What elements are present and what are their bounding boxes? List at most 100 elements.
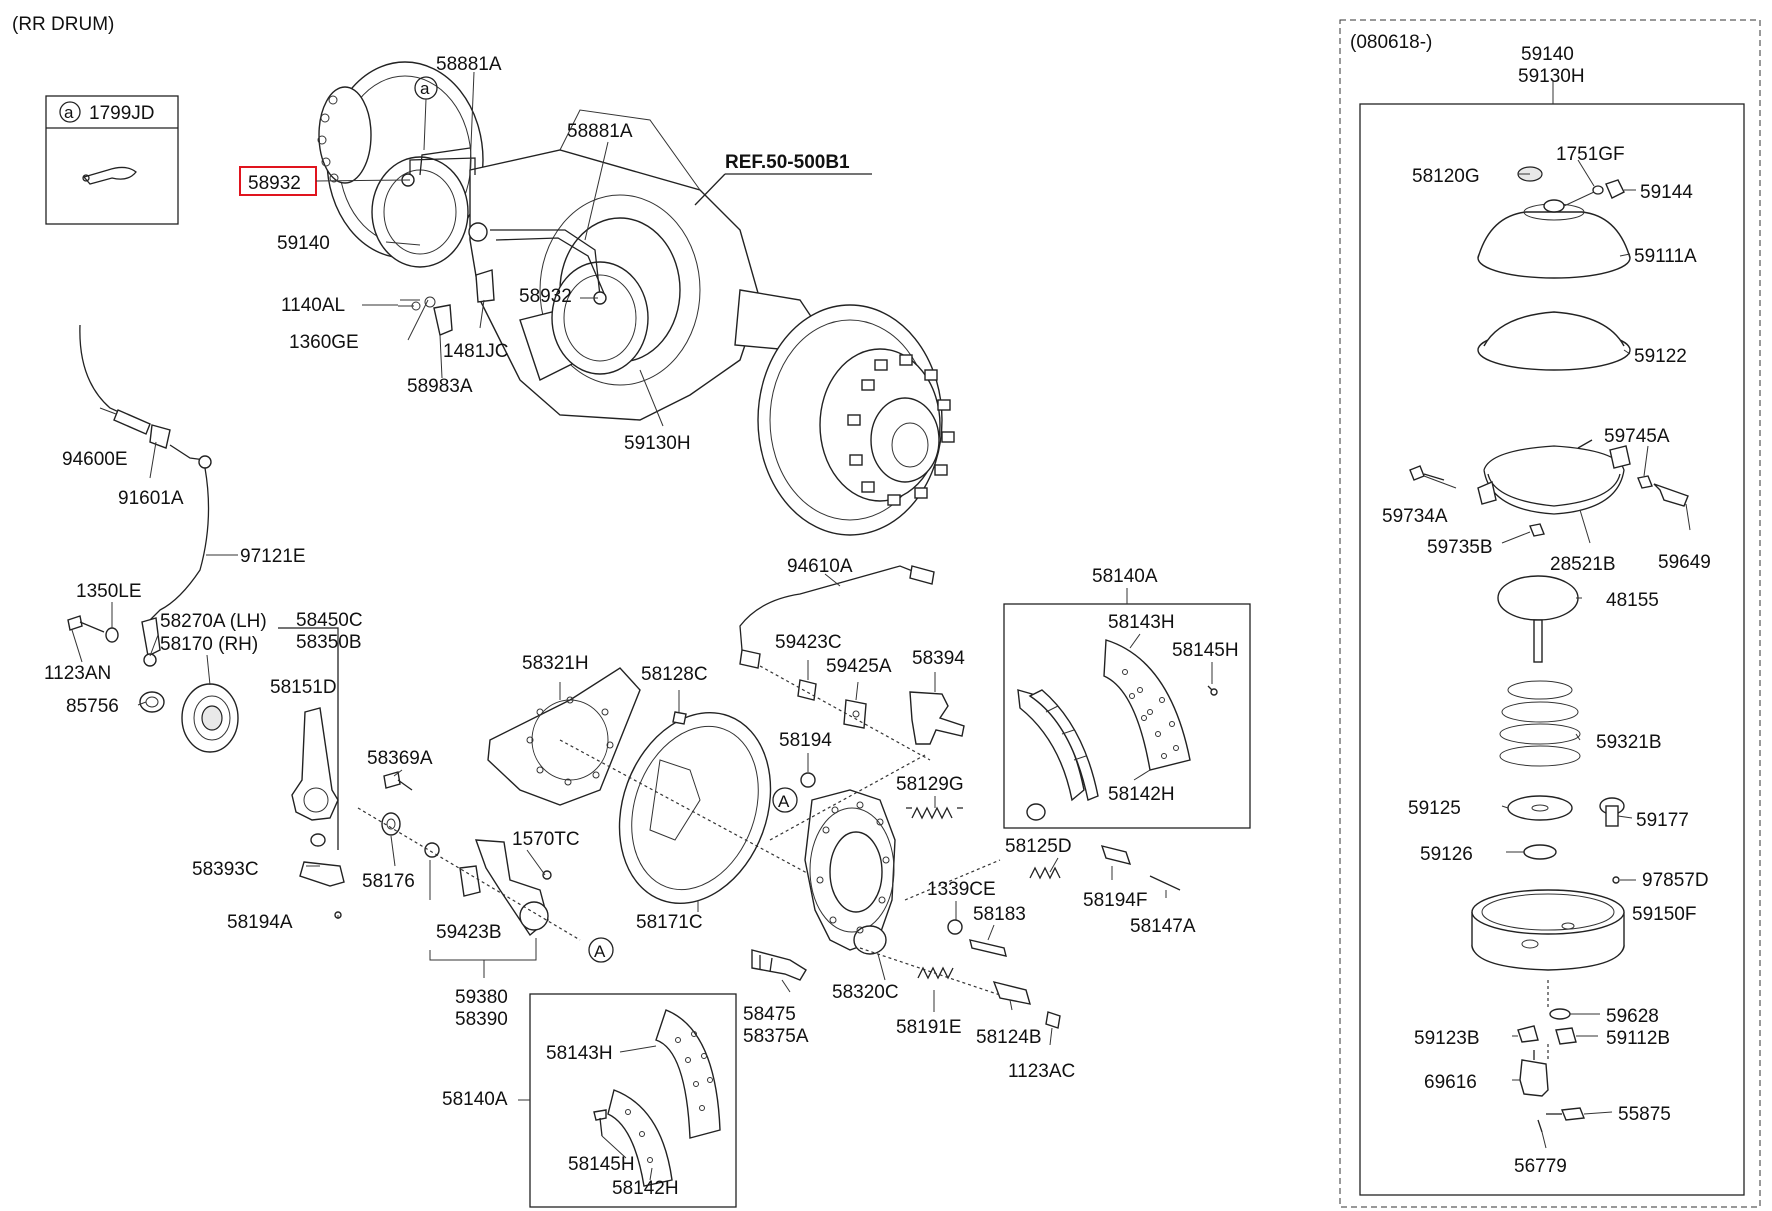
part-58394[interactable]: 58394 (912, 648, 965, 669)
part-58881A-2[interactable]: 58881A (567, 121, 633, 142)
abs-sensor-cable (67, 324, 239, 753)
part-59423C[interactable]: 59423C (775, 632, 842, 653)
inset-part-59321B[interactable]: 59321B (1596, 732, 1662, 753)
part-58390[interactable]: 58390 (455, 1009, 508, 1030)
inset-part-59150F[interactable]: 59150F (1632, 904, 1696, 925)
part-58270A[interactable]: 58270A (LH) (160, 611, 267, 632)
inset-part-55875[interactable]: 55875 (1618, 1104, 1671, 1125)
inset-part-97857D[interactable]: 97857D (1642, 870, 1709, 891)
part-58128C[interactable]: 58128C (641, 664, 708, 685)
inset-part-59126[interactable]: 59126 (1420, 844, 1473, 865)
inset-part-59123B[interactable]: 59123B (1414, 1028, 1480, 1049)
cam-sensor-group (739, 565, 1061, 1029)
inset-part-59734A[interactable]: 59734A (1382, 506, 1448, 527)
part-58450C[interactable]: 58450C (296, 610, 363, 631)
part-1123AC[interactable]: 1123AC (1008, 1061, 1075, 1082)
part-1350LE[interactable]: 1350LE (76, 581, 142, 602)
callout-a-marker: a (420, 79, 430, 98)
part-58369A[interactable]: 58369A (367, 748, 433, 769)
part-1360GE[interactable]: 1360GE (289, 332, 359, 353)
part-58124B[interactable]: 58124B (976, 1027, 1042, 1048)
part-58191E[interactable]: 58191E (896, 1017, 962, 1038)
inset-part-59628[interactable]: 59628 (1606, 1006, 1659, 1027)
axle-leaders (315, 71, 664, 427)
part-1123AN[interactable]: 1123AN (44, 663, 111, 684)
part-58983A[interactable]: 58983A (407, 376, 473, 397)
section-title: (RR DRUM) (12, 14, 114, 35)
part-58171C[interactable]: 58171C (636, 912, 703, 933)
part-85756[interactable]: 85756 (66, 696, 119, 717)
inset-part-59140[interactable]: 59140 (1521, 44, 1574, 65)
part-58194[interactable]: 58194 (779, 730, 832, 751)
part-94600E[interactable]: 94600E (62, 449, 128, 470)
callout-a-part[interactable]: 1799JD (89, 103, 155, 124)
inset-part-59112B[interactable]: 59112B (1606, 1028, 1670, 1049)
part-58147A-shape (1149, 875, 1181, 891)
inset-part-56779[interactable]: 56779 (1514, 1156, 1567, 1177)
part-1140AL[interactable]: 1140AL (281, 295, 345, 316)
part-58350B[interactable]: 58350B (296, 632, 362, 653)
callout-a-letter: a (64, 103, 74, 122)
callout-a-box: a 1799JD (45, 95, 179, 225)
part-58170[interactable]: 58170 (RH) (160, 634, 258, 655)
part-58393C[interactable]: 58393C (192, 859, 259, 880)
inset-part-48155[interactable]: 48155 (1606, 590, 1659, 611)
part-58176[interactable]: 58176 (362, 871, 415, 892)
slack-leaders (306, 628, 546, 978)
part-58125D[interactable]: 58125D (1005, 836, 1072, 857)
inset-part-28521B[interactable]: 28521B (1550, 554, 1616, 575)
inset-part-1751GF[interactable]: 1751GF (1556, 144, 1625, 165)
abs-leaders (71, 407, 238, 706)
part-1339CE[interactable]: 1339CE (927, 879, 996, 900)
inset-part-59735B[interactable]: 59735B (1427, 537, 1493, 558)
part-58147A[interactable]: 58147A (1130, 916, 1196, 937)
part-58143H-bottom[interactable]: 58143H (546, 1043, 613, 1064)
part-58129G[interactable]: 58129G (896, 774, 964, 795)
part-58194F-shape (1100, 845, 1132, 865)
part-58143H-top[interactable]: 58143H (1108, 612, 1175, 633)
part-59140-main[interactable]: 59140 (277, 233, 330, 254)
part-58183[interactable]: 58183 (973, 904, 1026, 925)
ref-label[interactable]: REF.50-500B1 (725, 152, 850, 173)
part-58881A-1[interactable]: 58881A (436, 54, 502, 75)
inset-part-58120G[interactable]: 58120G (1412, 166, 1480, 187)
inset-part-69616[interactable]: 69616 (1424, 1072, 1477, 1093)
inset-part-59125[interactable]: 59125 (1408, 798, 1461, 819)
part-94610A[interactable]: 94610A (787, 556, 853, 577)
part-58151D[interactable]: 58151D (270, 677, 337, 698)
inset-part-59144[interactable]: 59144 (1640, 182, 1693, 203)
inset-part-59130H[interactable]: 59130H (1518, 66, 1585, 87)
part-58194F[interactable]: 58194F (1083, 890, 1147, 911)
part-58932-highlighted[interactable]: 58932 (248, 173, 301, 194)
part-58142H-bottom[interactable]: 58142H (612, 1178, 679, 1199)
part-1481JC[interactable]: 1481JC (443, 341, 509, 362)
inset-part-59111A[interactable]: 59111A (1634, 246, 1697, 267)
part-58194A[interactable]: 58194A (227, 912, 293, 933)
inset-part-59745A[interactable]: 59745A (1604, 426, 1670, 447)
part-59423B[interactable]: 59423B (436, 922, 502, 943)
marker-A-left: A (594, 942, 606, 961)
inset-part-59122[interactable]: 59122 (1634, 346, 1687, 367)
marker-A-right: A (778, 792, 790, 811)
part-91601A[interactable]: 91601A (118, 488, 184, 509)
part-58140A-bottom[interactable]: 58140A (442, 1089, 508, 1110)
part-58145H-top[interactable]: 58145H (1172, 640, 1239, 661)
part-1570TC[interactable]: 1570TC (512, 829, 580, 850)
part-59425A[interactable]: 59425A (826, 656, 892, 677)
part-59130H-main[interactable]: 59130H (624, 433, 691, 454)
part-58140A-top[interactable]: 58140A (1092, 566, 1158, 587)
cam-centerlines (759, 665, 1001, 996)
part-58475[interactable]: 58475 (743, 1004, 796, 1025)
part-59380[interactable]: 59380 (455, 987, 508, 1008)
part-58932-2[interactable]: 58932 (519, 286, 572, 307)
part-58375A[interactable]: 58375A (743, 1026, 809, 1047)
part-58142H-top[interactable]: 58142H (1108, 784, 1175, 805)
spider-centerline (559, 739, 821, 881)
inset-part-59649[interactable]: 59649 (1658, 552, 1711, 573)
part-58145H-bottom[interactable]: 58145H (568, 1154, 635, 1175)
part-58320C[interactable]: 58320C (832, 982, 899, 1003)
inset-part-59177[interactable]: 59177 (1636, 810, 1689, 831)
shoe-bot-leaders (518, 1045, 657, 1181)
part-97121E[interactable]: 97121E (240, 546, 306, 567)
part-58321H[interactable]: 58321H (522, 653, 589, 674)
